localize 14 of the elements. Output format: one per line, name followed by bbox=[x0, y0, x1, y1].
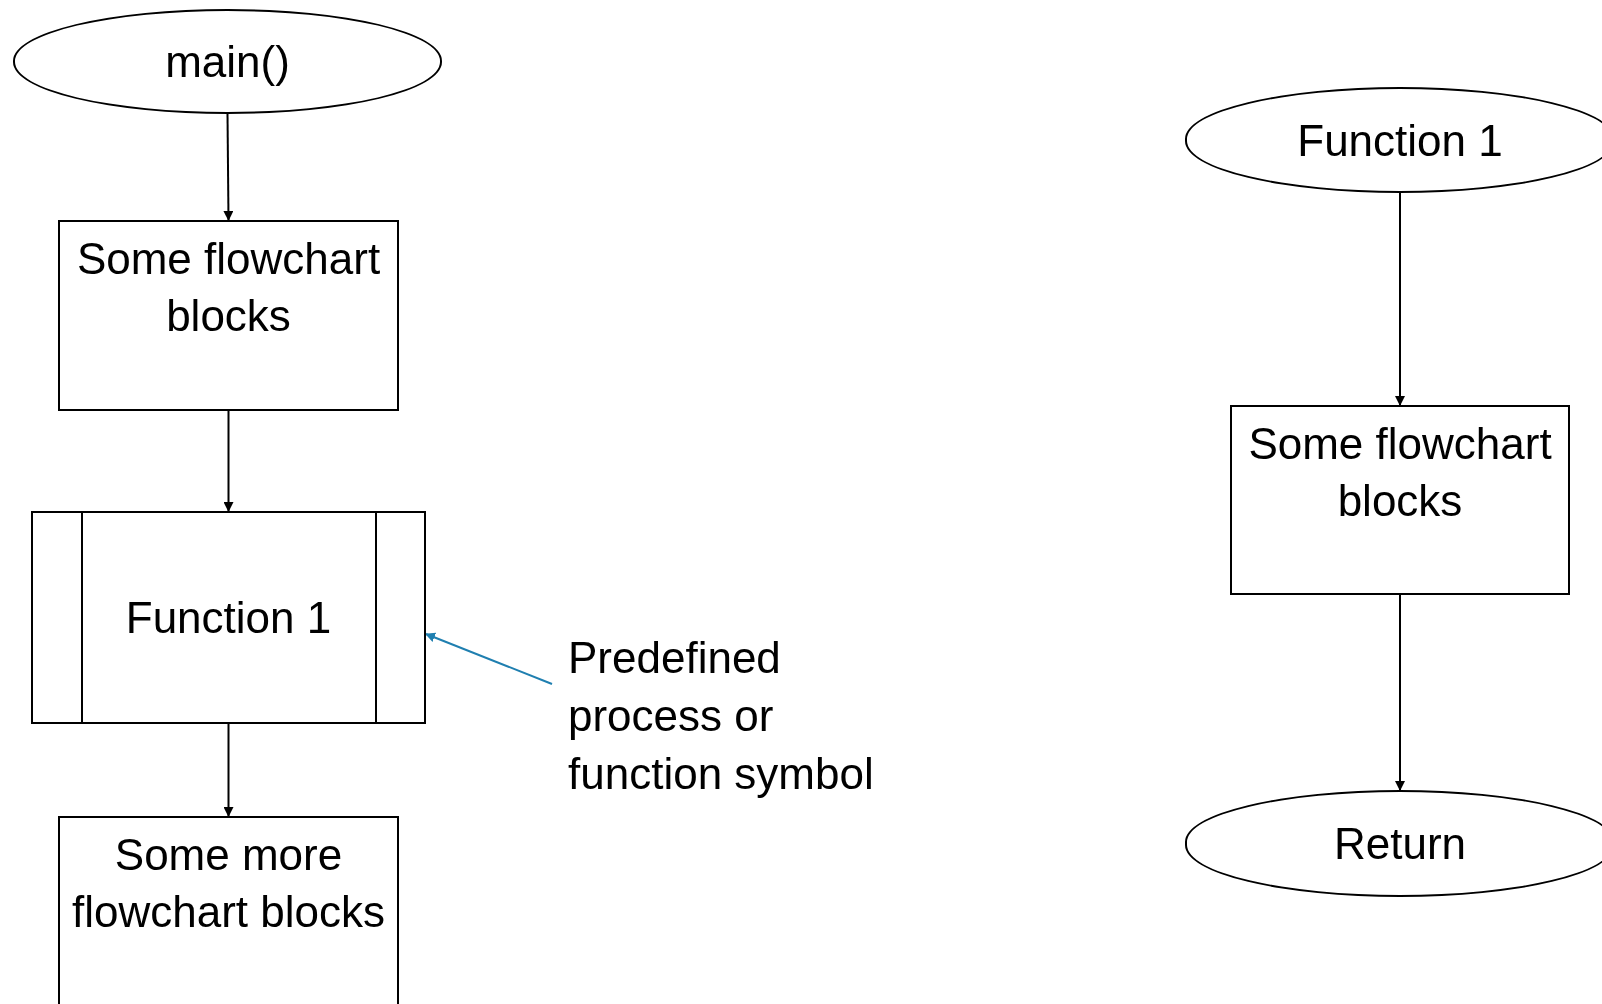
predefined-process-box: Function 1 bbox=[31, 511, 426, 724]
arrow bbox=[223, 410, 234, 512]
arrow bbox=[1395, 192, 1405, 406]
terminal-shape: Return bbox=[1185, 790, 1602, 897]
terminal-shape: Function 1 bbox=[1185, 87, 1602, 193]
arrow bbox=[425, 632, 553, 685]
annotation-text: Predefined process or function symbol bbox=[568, 632, 875, 800]
process-box: Some flowchart blocks bbox=[1230, 405, 1570, 595]
arrow bbox=[223, 113, 234, 221]
process-box: Some flowchart blocks bbox=[58, 220, 399, 411]
terminal-shape: main() bbox=[13, 9, 442, 114]
arrow bbox=[223, 723, 234, 817]
arrow bbox=[1395, 594, 1405, 791]
process-box: Some more flowchart blocks bbox=[58, 816, 399, 1004]
